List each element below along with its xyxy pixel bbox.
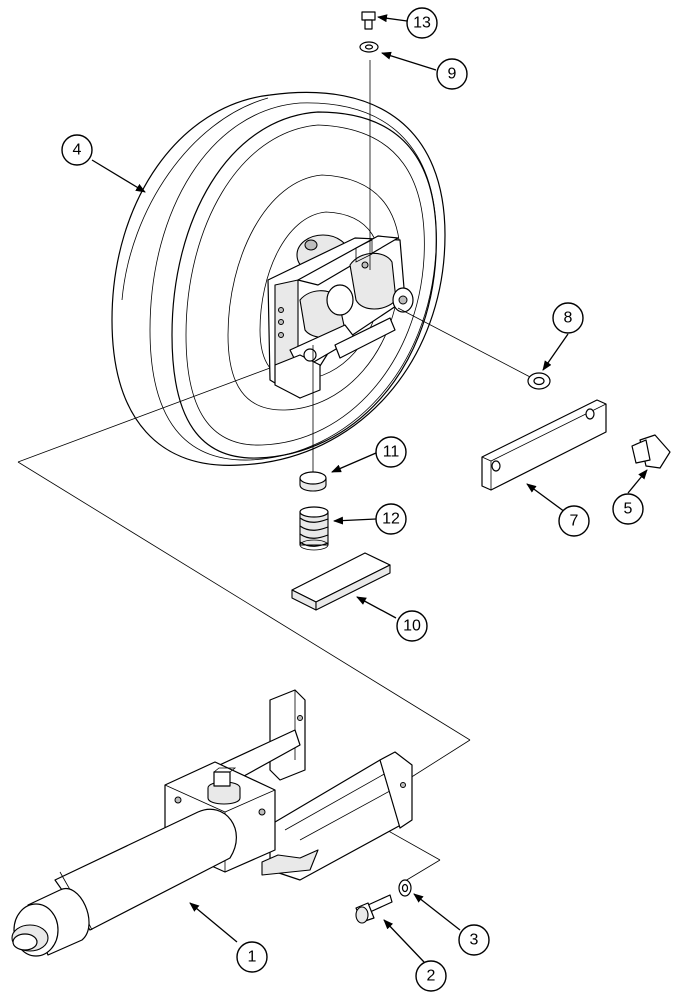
washer-3 (398, 879, 412, 897)
pad-10 (291, 552, 391, 611)
spring-12 (299, 506, 329, 551)
washer-8 (527, 372, 551, 390)
callout-11: 11 (375, 436, 407, 468)
bolt-13 (361, 11, 376, 30)
svg-text:13: 13 (413, 15, 431, 32)
callout-5: 5 (612, 493, 644, 525)
callout-1: 1 (236, 941, 268, 973)
callout-4: 4 (61, 134, 93, 166)
svg-text:8: 8 (564, 310, 573, 327)
callout-12: 12 (375, 503, 407, 535)
svg-text:5: 5 (624, 501, 633, 518)
svg-text:9: 9 (448, 66, 457, 83)
callout-9: 9 (436, 58, 468, 90)
callout-7: 7 (558, 505, 590, 537)
svg-text:10: 10 (403, 618, 421, 635)
svg-text:7: 7 (570, 513, 579, 530)
svg-text:1: 1 (248, 949, 257, 966)
svg-text:3: 3 (470, 932, 479, 949)
svg-text:12: 12 (382, 511, 400, 528)
svg-text:11: 11 (383, 444, 400, 461)
callout-8: 8 (552, 302, 584, 334)
svg-text:4: 4 (73, 142, 82, 159)
callout-10: 10 (396, 610, 428, 642)
leader-arrows (91, 14, 648, 963)
callout-13: 13 (406, 7, 438, 39)
callout-2: 2 (415, 960, 447, 992)
disc-11 (299, 471, 327, 492)
recoil-frame (11, 689, 413, 957)
washer-9 (359, 41, 379, 53)
plate-7 (481, 399, 607, 491)
bolt-2 (355, 894, 393, 924)
svg-text:2: 2 (427, 968, 436, 985)
callout-3: 3 (458, 924, 490, 956)
bolt-5 (631, 434, 671, 469)
idler-bracket (267, 235, 414, 399)
